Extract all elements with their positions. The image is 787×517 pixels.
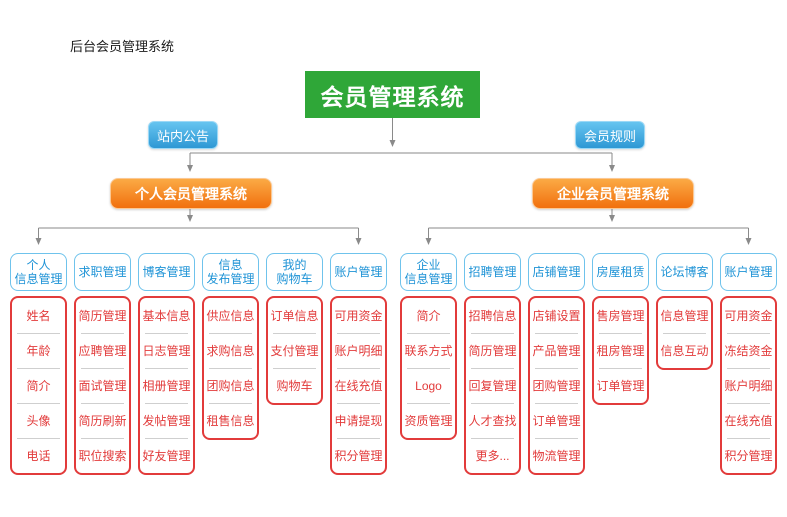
column-item: 订单信息: [270, 309, 319, 323]
column: 账户管理可用资金冻结资金账户明细在线充值积分管理: [720, 253, 777, 475]
column-item-list: 订单信息支付管理购物车: [266, 296, 323, 405]
column-item: 简历管理: [466, 333, 519, 368]
column-item: 应聘管理: [76, 333, 129, 368]
column-item: 姓名: [26, 309, 51, 323]
column-header: 房屋租赁: [592, 253, 649, 291]
column-item: 账户明细: [722, 368, 775, 403]
column-item: 支付管理: [268, 333, 321, 368]
column-header: 店铺管理: [528, 253, 585, 291]
column-item: 简介: [12, 368, 65, 403]
column: 店铺管理店铺设置产品管理团购管理订单管理物流管理: [528, 253, 585, 475]
column: 账户管理可用资金账户明细在线充值申请提现积分管理: [330, 253, 387, 475]
column-item: 面试管理: [76, 368, 129, 403]
column-item: 冻结资金: [722, 333, 775, 368]
column-item: 供应信息: [206, 309, 255, 323]
column-header: 个人 信息管理: [10, 253, 67, 291]
column-header: 我的 购物车: [266, 253, 323, 291]
column: 求职管理简历管理应聘管理面试管理简历刷新职位搜索: [74, 253, 131, 475]
column-item: 店铺设置: [532, 309, 581, 323]
column-item-list: 招聘信息简历管理回复管理人才查找更多...: [464, 296, 521, 475]
column-item-list: 店铺设置产品管理团购管理订单管理物流管理: [528, 296, 585, 475]
column-item: 求购信息: [204, 333, 257, 368]
page-title: 后台会员管理系统: [70, 39, 175, 54]
root-node: 会员管理系统: [305, 71, 480, 118]
column: 我的 购物车订单信息支付管理购物车: [266, 253, 323, 475]
column-item: 在线充值: [722, 403, 775, 438]
column: 招聘管理招聘信息简历管理回复管理人才查找更多...: [464, 253, 521, 475]
column-item: 资质管理: [402, 403, 455, 438]
column: 个人 信息管理姓名年龄简介头像电话: [10, 253, 67, 475]
column-item: 积分管理: [332, 438, 385, 473]
column-item: 申请提现: [332, 403, 385, 438]
personal-columns: 个人 信息管理姓名年龄简介头像电话求职管理简历管理应聘管理面试管理简历刷新职位搜…: [10, 253, 387, 475]
column-header: 企业 信息管理: [400, 253, 457, 291]
column: 信息 发布管理供应信息求购信息团购信息租售信息: [202, 253, 259, 475]
column-header: 求职管理: [74, 253, 131, 291]
column-item-list: 姓名年龄简介头像电话: [10, 296, 67, 475]
column-item: 联系方式: [402, 333, 455, 368]
branch-enterprise: 企业会员管理系统: [532, 178, 694, 209]
column-item: 可用资金: [724, 309, 773, 323]
branch-personal: 个人会员管理系统: [110, 178, 272, 209]
column-item: 订单管理: [594, 368, 647, 403]
column-item: 产品管理: [530, 333, 583, 368]
column-item: 基本信息: [142, 309, 191, 323]
node-member-rules: 会员规则: [575, 121, 645, 149]
column-item: 租售信息: [204, 403, 257, 438]
column-item: 在线充值: [332, 368, 385, 403]
column-item: 头像: [12, 403, 65, 438]
column-item: 物流管理: [530, 438, 583, 473]
column-item: 积分管理: [722, 438, 775, 473]
column-item: 账户明细: [332, 333, 385, 368]
column-item: 电话: [12, 438, 65, 473]
column-item-list: 可用资金账户明细在线充值申请提现积分管理: [330, 296, 387, 475]
column-header: 招聘管理: [464, 253, 521, 291]
column-item: 简历刷新: [76, 403, 129, 438]
column: 房屋租赁售房管理租房管理订单管理: [592, 253, 649, 475]
column-item: 简介: [416, 309, 441, 323]
column-item-list: 供应信息求购信息团购信息租售信息: [202, 296, 259, 440]
column-item: 相册管理: [140, 368, 193, 403]
column-item: 可用资金: [334, 309, 383, 323]
column-item: 团购信息: [204, 368, 257, 403]
column-item: 售房管理: [596, 309, 645, 323]
column-item: 招聘信息: [468, 309, 517, 323]
column-item-list: 简历管理应聘管理面试管理简历刷新职位搜索: [74, 296, 131, 475]
column-item: 好友管理: [140, 438, 193, 473]
column-item: 发帖管理: [140, 403, 193, 438]
column-header: 信息 发布管理: [202, 253, 259, 291]
column-header: 论坛博客: [656, 253, 713, 291]
column-item: 信息互动: [658, 333, 711, 368]
column-item: 租房管理: [594, 333, 647, 368]
column-item: 订单管理: [530, 403, 583, 438]
column-item: 简历管理: [78, 309, 127, 323]
column-item-list: 售房管理租房管理订单管理: [592, 296, 649, 405]
node-site-notice: 站内公告: [148, 121, 218, 149]
column-item-list: 基本信息日志管理相册管理发帖管理好友管理: [138, 296, 195, 475]
column-item: 团购管理: [530, 368, 583, 403]
column-item: 回复管理: [466, 368, 519, 403]
column-item: 信息管理: [660, 309, 709, 323]
column-header: 博客管理: [138, 253, 195, 291]
column-item: 购物车: [268, 368, 321, 403]
column-header: 账户管理: [330, 253, 387, 291]
column-header: 账户管理: [720, 253, 777, 291]
column-item: Logo: [402, 368, 455, 403]
column-item: 更多...: [466, 438, 519, 473]
column: 博客管理基本信息日志管理相册管理发帖管理好友管理: [138, 253, 195, 475]
column-item: 年龄: [12, 333, 65, 368]
column: 论坛博客信息管理信息互动: [656, 253, 713, 475]
column-item-list: 信息管理信息互动: [656, 296, 713, 370]
column-item-list: 可用资金冻结资金账户明细在线充值积分管理: [720, 296, 777, 475]
column-item: 职位搜索: [76, 438, 129, 473]
column-item: 人才查找: [466, 403, 519, 438]
column-item: 日志管理: [140, 333, 193, 368]
